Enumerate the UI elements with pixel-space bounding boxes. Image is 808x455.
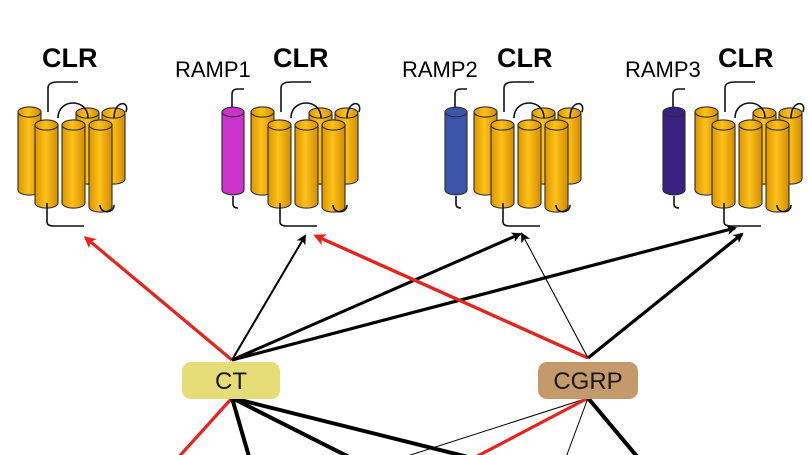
helix-front-1 [61,119,86,209]
arrow-ct-to-clr [83,236,234,362]
ramp-helix [662,106,686,196]
intracellular-tail [502,203,540,227]
helix-front-2 [321,119,346,213]
ligand-cgrp: CGRP [538,362,638,399]
receptor-3 [662,81,805,227]
receptor-title-ramp3-clr: CLR [718,43,774,73]
arrow-ct-down-3 [231,396,469,455]
ramp-extracellular-tail [231,88,244,112]
receptor-title-ramp1-clr: CLR [273,43,329,73]
arrow-cgrp-down-thin [408,397,589,455]
arrow-ct-down-red [178,396,234,455]
arrow-ct-to-ramp2-clr [231,232,522,362]
arrow-ct-to-ramp3-clr [231,225,737,362]
n-terminus-loop [724,81,755,112]
ramp2-label: RAMP2 [402,57,478,82]
ligand-ct-box [182,362,280,399]
intracellular-loop [776,204,792,213]
n-terminus-loop [503,81,534,112]
ramp-extracellular-tail [672,88,685,112]
ligand-cgrp-label: CGRP [553,368,622,395]
helix-front-1 [738,119,763,209]
helix-front-0 [711,119,736,209]
helix-front-0 [490,119,515,209]
arrow-cgrp-to-ramp1-clr [313,234,589,360]
extracellular-loop-1 [513,102,545,119]
extracellular-loop-2 [346,102,361,119]
extracellular-loop-2 [569,102,584,119]
arrow-cgrp-down-1 [586,396,639,455]
intracellular-loop [332,204,348,213]
ramp-intracellular-tail [673,196,680,209]
ligand-ct: CT [182,362,280,399]
receptor-title-clr: CLR [42,43,98,73]
intracellular-tail [46,203,84,227]
arrow-cgrp-to-ramp2-clr [521,232,589,359]
arrow-ct-to-ramp1-clr [231,234,307,361]
ramp-helix [221,106,245,196]
helix-front-1 [517,119,542,209]
helix-front-2 [765,119,790,213]
receptor-title-ramp2-clr: CLR [497,43,553,73]
ramp1-label: RAMP1 [175,57,251,82]
helix-front-0 [267,119,292,209]
ramp-intracellular-tail [455,196,462,209]
ramp-intracellular-tail [232,196,239,209]
n-terminus-loop [47,81,78,112]
arrow-ct-down-1 [230,397,251,455]
arrow-cgrp-to-ramp3-clr [586,232,744,360]
intracellular-tail [279,203,317,227]
receptor-2 [444,81,584,227]
extracellular-loop-1 [734,102,766,119]
helix-front-1 [294,119,319,209]
extracellular-loop-2 [113,102,128,119]
ramp-extracellular-tail [454,88,467,112]
extracellular-loop-1 [57,102,89,119]
receptor-1 [221,81,361,227]
n-terminus-loop [280,81,311,112]
arrow-cgrp-down-red [476,396,589,455]
ligand-ct-label: CT [215,368,247,395]
connection-arrows [83,225,744,455]
helix-front-2 [544,119,569,213]
extracellular-loop-1 [290,102,322,119]
arrow-ct-down-2 [231,396,350,455]
ligand-cgrp-box [538,362,638,399]
intracellular-loop [555,204,571,213]
helix-front-0 [34,119,59,209]
helix-front-2 [88,119,113,213]
intracellular-loop [99,204,115,213]
intracellular-tail [723,203,761,227]
receptor-0 [17,81,128,227]
receptor-row [17,81,805,227]
arrow-cgrp-down-thin-2 [566,397,589,455]
ramp3-label: RAMP3 [625,57,701,82]
ramp-helix [444,106,468,196]
extracellular-loop-2 [790,102,805,119]
